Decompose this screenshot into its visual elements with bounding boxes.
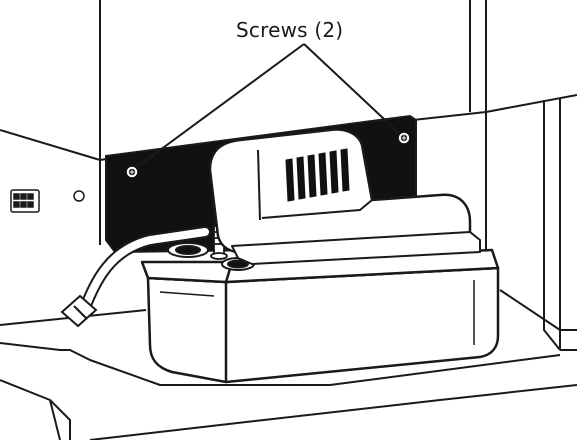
cabinet-left-panel — [0, 129, 101, 245]
cabinet-right-wall-front — [543, 100, 561, 351]
floor-tray-lip — [49, 399, 61, 440]
panel-hole — [73, 190, 85, 202]
floor-tray-front — [0, 379, 71, 440]
floor-tray-right — [499, 289, 577, 331]
discharge-hose — [78, 226, 211, 316]
floor-tray-bottom — [89, 384, 577, 440]
terminal-block — [10, 189, 40, 213]
cabinet-right-outer-line — [485, 94, 577, 113]
left-screw — [125, 165, 139, 179]
tank-inlet-ports — [167, 242, 255, 271]
floor-tray-top — [0, 342, 561, 386]
screws-callout-label: Screws (2) — [236, 18, 344, 42]
right-screw — [397, 131, 411, 145]
pump-motor-cover — [208, 128, 481, 265]
motor-vent-slots — [285, 148, 350, 202]
pump-reservoir-tank — [140, 248, 500, 384]
callout-leader-lines — [136, 43, 400, 168]
switch-connector — [60, 294, 98, 328]
